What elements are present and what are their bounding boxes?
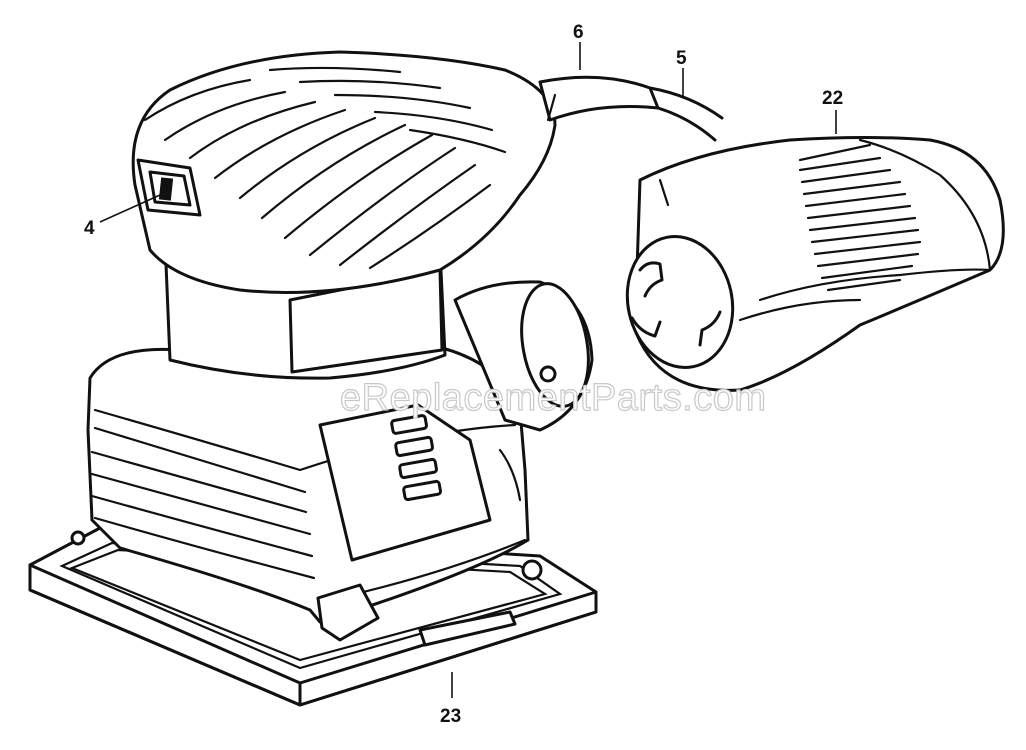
callout-label-23: 23 [440,706,461,727]
watermark-text: eReplacementParts.com [340,377,767,419]
callout-label-22: 22 [822,88,843,109]
handle [131,50,557,294]
callout-label-5: 5 [676,48,687,69]
callout-label-4: 4 [84,218,95,239]
callout-label-6: 6 [573,22,584,43]
callout-cord: 5 [676,48,687,96]
power-cord-part[interactable] [648,86,724,142]
dust-port [453,280,594,432]
cord-protector-part[interactable] [538,75,660,122]
callout-cord-protector: 6 [573,22,584,70]
filter-pleats [798,143,922,292]
dust-canister-part[interactable] [615,136,1005,392]
callout-dust-canister: 22 [822,88,843,134]
callout-switch: 4 [84,194,161,239]
lower-housing [86,343,530,647]
callout-base-plate: 23 [440,672,461,727]
